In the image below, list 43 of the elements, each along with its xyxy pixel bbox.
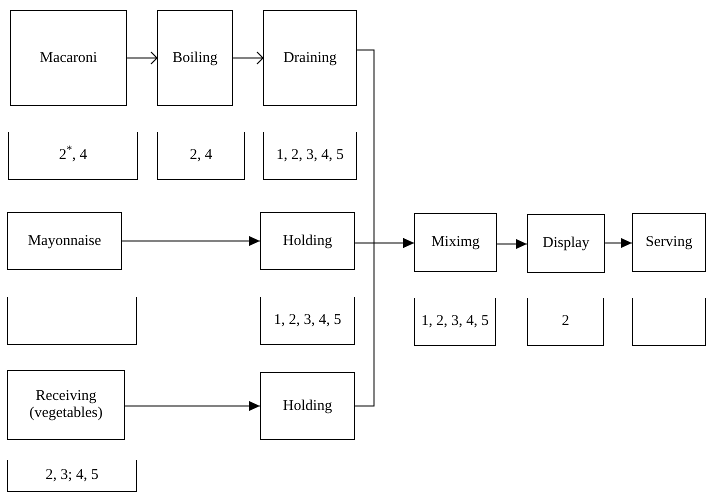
code-bracket <box>260 297 355 345</box>
code-bracket <box>157 132 245 180</box>
step-label: Boiling <box>172 50 218 66</box>
step-label: Holding <box>282 398 332 414</box>
code-bracket <box>527 298 604 346</box>
bracket-box <box>7 297 137 345</box>
hazard-codes: 2, 3; 4, 5 <box>46 467 98 484</box>
process-box <box>527 214 605 273</box>
arrow <box>126 51 158 65</box>
hazard-codes: 2 <box>562 313 570 330</box>
step-label: Display <box>542 235 590 252</box>
arrow <box>122 236 260 246</box>
code-bracket <box>8 132 138 180</box>
arrow <box>232 51 264 65</box>
process-box <box>157 10 233 106</box>
process-box <box>10 10 127 106</box>
hazard-codes: 1, 2, 3, 4, 5 <box>276 147 344 164</box>
process-box <box>7 370 125 440</box>
code-bracket <box>7 460 137 492</box>
code-bracket <box>263 132 357 180</box>
step-label: Miximg <box>431 234 480 251</box>
hazard-codes: 1, 2, 3, 4, 5 <box>421 313 489 330</box>
process-box <box>7 212 122 270</box>
arrow <box>496 239 528 249</box>
process-box <box>632 213 706 272</box>
arrow <box>354 238 414 406</box>
step-label: Holding <box>282 232 332 250</box>
process-box <box>414 213 497 272</box>
process-box <box>260 212 355 270</box>
step-label: Draining <box>283 50 337 66</box>
process-box <box>260 372 355 440</box>
step-label: Mayonnaise <box>28 232 102 250</box>
bracket-box <box>632 298 706 346</box>
hazard-codes: 2$^{*}$, 4 <box>58 147 88 164</box>
arrow <box>124 401 260 411</box>
arrow <box>604 238 632 248</box>
process-box <box>263 10 357 106</box>
code-bracket <box>414 298 496 346</box>
hazard-codes: 2, 4 <box>190 147 212 164</box>
hazard-codes: 1, 2, 3, 4, 5 <box>274 312 342 329</box>
step-label: Receiving (vegetables) <box>28 388 104 422</box>
step-label: Serving <box>646 234 692 251</box>
step-label: Macaroni <box>40 50 98 66</box>
